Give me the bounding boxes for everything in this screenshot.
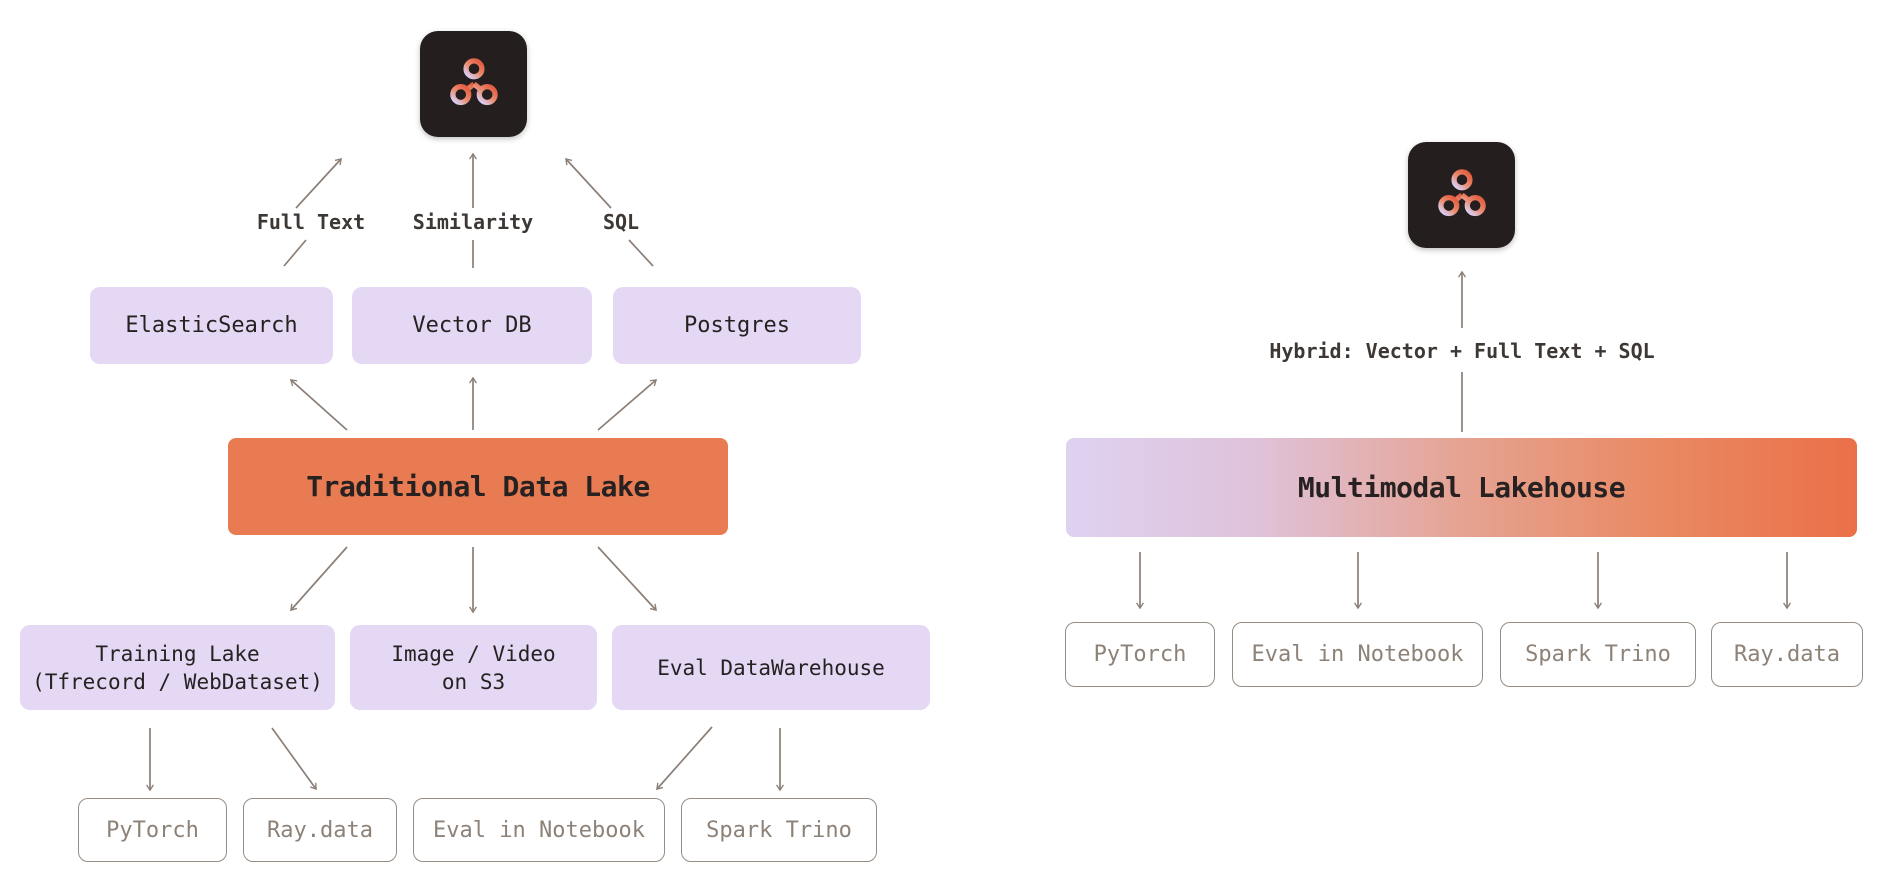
consumer-label: Ray.data: [1734, 642, 1840, 667]
engine-label: Vector DB: [412, 312, 532, 338]
engine-box-elasticsearch: ElasticSearch: [90, 287, 333, 364]
consumer-label: Spark Trino: [706, 817, 852, 843]
consumer-box-raydata: Ray.data: [1711, 622, 1863, 687]
lancedb-logo-icon: [1408, 142, 1515, 248]
consumer-box-pytorch: PyTorch: [1065, 622, 1215, 687]
consumer-box-spark-trino: Spark Trino: [1500, 622, 1696, 687]
consumer-label: Eval in Notebook: [433, 817, 645, 843]
consumer-box-pytorch: PyTorch: [78, 798, 227, 862]
store-label-line2: (Tfrecord / WebDataset): [32, 669, 323, 694]
query-label-sql: SQL: [602, 210, 640, 234]
molecule-icon: [1437, 169, 1486, 217]
engine-label: Postgres: [684, 312, 790, 338]
segment-sql: [628, 239, 654, 267]
engine-label: ElasticSearch: [125, 312, 298, 338]
consumer-box-raydata: Ray.data: [243, 798, 397, 862]
consumer-box-eval-in-notebook: Eval in Notebook: [1232, 622, 1483, 687]
arrow-lake-to-postgres: [597, 379, 658, 431]
engine-box-vector-db: Vector DB: [352, 287, 592, 364]
arrow-lake-to-evaldw: [597, 546, 657, 612]
consumer-label: PyTorch: [106, 817, 199, 843]
store-box-training-lake: Training Lake (Tfrecord / WebDataset): [20, 625, 335, 710]
store-label-line1: Eval DataWarehouse: [657, 655, 885, 680]
arrow-evaldw-to-notebook: [656, 726, 713, 791]
store-label-line2: on S3: [441, 669, 506, 694]
query-label-hybrid: Hybrid: Vector + Full Text + SQL: [1269, 339, 1655, 363]
segment-fulltext: [283, 239, 307, 267]
arrow-sql-to-icon: [565, 157, 612, 209]
query-label-similarity: Similarity: [412, 210, 534, 234]
engine-box-postgres: Postgres: [613, 287, 861, 364]
store-label-line1: Image / Video: [391, 641, 556, 666]
consumer-label: Ray.data: [267, 817, 373, 843]
store-label-line1: Training Lake: [95, 641, 260, 666]
arrow-traininglake-to-raydata: [271, 727, 317, 791]
arrow-lake-to-traininglake: [290, 546, 348, 612]
store-box-image-video-s3: Image / Video on S3: [350, 625, 597, 710]
lancedb-logo-icon: [420, 31, 527, 137]
store-box-eval-datawarehouse: Eval DataWarehouse: [612, 625, 930, 710]
consumer-box-spark-trino: Spark Trino: [681, 798, 877, 862]
consumer-label: Spark Trino: [1525, 642, 1671, 667]
molecule-icon: [449, 58, 498, 106]
title-label: Multimodal Lakehouse: [1297, 471, 1626, 504]
multimodal-lakehouse-box: Multimodal Lakehouse: [1066, 438, 1857, 537]
consumer-box-eval-in-notebook: Eval in Notebook: [413, 798, 665, 862]
traditional-data-lake-box: Traditional Data Lake: [228, 438, 728, 535]
query-label-full-text: Full Text: [256, 210, 366, 234]
arrow-lake-to-elasticsearch: [289, 379, 348, 431]
consumer-label: PyTorch: [1093, 642, 1187, 667]
arrow-fulltext-to-icon: [295, 157, 342, 209]
consumer-label: Eval in Notebook: [1251, 642, 1464, 667]
title-label: Traditional Data Lake: [306, 470, 650, 503]
